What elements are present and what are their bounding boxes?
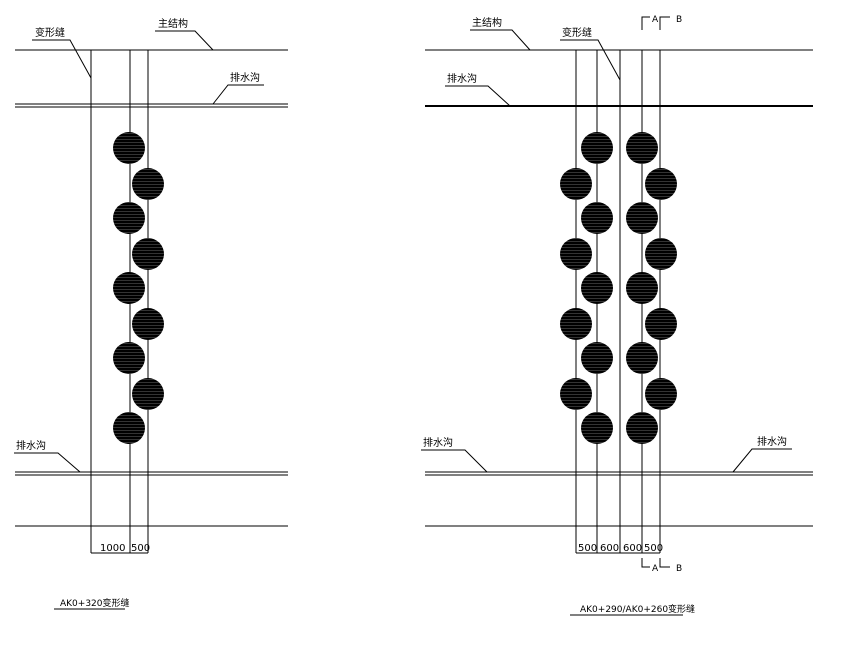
pile-circle — [132, 238, 164, 270]
joint-label: 变形缝 — [35, 26, 65, 39]
pile-circle — [560, 168, 592, 200]
section-mark-b — [659, 558, 670, 568]
pile-circle — [132, 168, 164, 200]
dimension-text: 500 — [644, 543, 663, 554]
pile-circle — [645, 378, 677, 410]
pile-circle — [560, 238, 592, 270]
section-mark-a — [641, 558, 650, 568]
pile-circle — [626, 132, 658, 164]
pile-circle — [113, 202, 145, 234]
section-label-b: B — [676, 564, 682, 574]
leader — [14, 452, 81, 473]
pile-circle — [626, 272, 658, 304]
section-label-a: A — [652, 15, 659, 25]
section-mark-a — [641, 16, 650, 30]
leader — [155, 30, 214, 51]
leader — [445, 85, 511, 107]
right-plan: 主结构 变形缝 排水沟 排水沟 排水沟 A B A B 500 600 600 … — [421, 15, 813, 616]
structure-label: 主结构 — [472, 16, 502, 29]
leader — [32, 39, 92, 79]
dimension-text: 1000 — [100, 543, 125, 554]
pile-circle — [645, 168, 677, 200]
pile-circle — [132, 378, 164, 410]
drawing-title: AK0+320变形缝 — [60, 597, 130, 609]
left-plan: 变形缝 主结构 排水沟 排水沟 1000 500 AK0+320变形缝 — [14, 17, 288, 610]
leader — [470, 29, 531, 51]
drain-label: 排水沟 — [447, 72, 477, 85]
pile-circles — [560, 132, 677, 444]
pile-circle — [626, 342, 658, 374]
pile-circle — [626, 202, 658, 234]
section-label-b: B — [676, 15, 682, 25]
leader — [560, 39, 621, 81]
structure-label: 主结构 — [158, 17, 188, 30]
pile-circle — [113, 132, 145, 164]
drain-label: 排水沟 — [423, 436, 453, 449]
section-mark-b — [659, 16, 670, 30]
pile-circle — [581, 342, 613, 374]
dimension-text: 500 — [578, 543, 597, 554]
drain-label: 排水沟 — [230, 71, 260, 84]
dimension-text: 600 — [600, 543, 619, 554]
section-label-a: A — [652, 564, 659, 574]
pile-circle — [113, 412, 145, 444]
pile-circle — [581, 272, 613, 304]
pile-circle — [132, 308, 164, 340]
leader — [421, 449, 488, 473]
leader — [732, 448, 792, 473]
pile-circle — [581, 132, 613, 164]
pile-circle — [645, 238, 677, 270]
pile-circle — [626, 412, 658, 444]
pile-circle — [560, 308, 592, 340]
pile-circle — [113, 272, 145, 304]
drain-label: 排水沟 — [16, 439, 46, 452]
dimension-text: 500 — [131, 543, 150, 554]
pile-circle — [645, 308, 677, 340]
pile-circle — [113, 342, 145, 374]
pile-circle — [581, 202, 613, 234]
drain-label: 排水沟 — [757, 435, 787, 448]
drawing-title: AK0+290/AK0+260变形缝 — [580, 603, 695, 615]
pile-circles — [113, 132, 164, 444]
pile-circle — [581, 412, 613, 444]
leader — [212, 84, 264, 105]
dimension-text: 600 — [623, 543, 642, 554]
pile-circle — [560, 378, 592, 410]
joint-label: 变形缝 — [562, 26, 592, 39]
